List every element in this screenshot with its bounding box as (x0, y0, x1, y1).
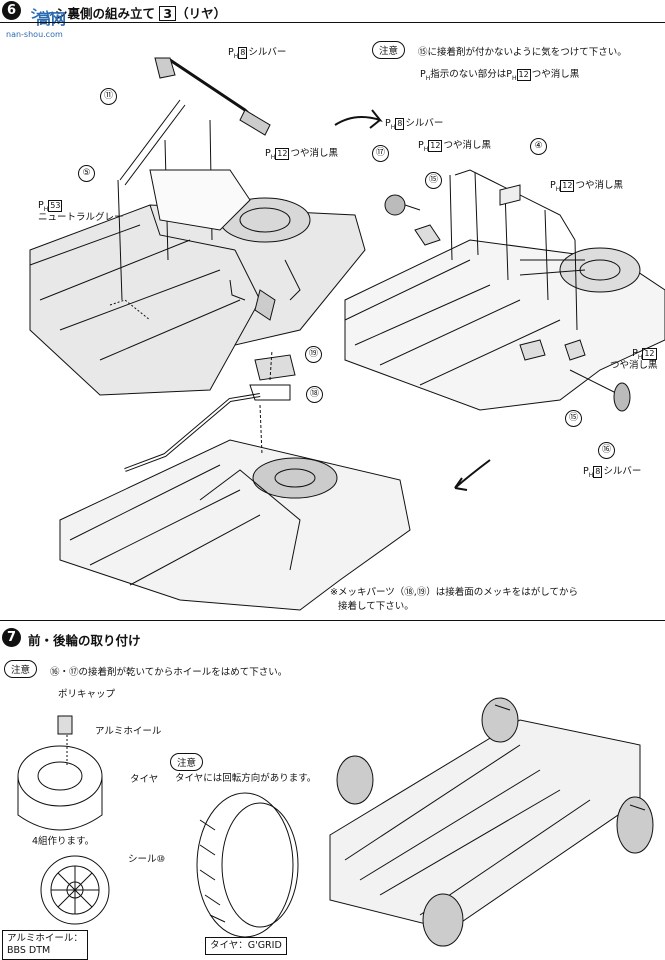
part-15-bottom: ⑮ (565, 410, 582, 427)
step-6-number: 6 (2, 1, 21, 20)
step-6-caution-sub-text: 指示のない部分は (430, 69, 507, 80)
paint-name: つや消し黒 (610, 359, 658, 371)
label-alumi-wheel: アルミホイール (95, 726, 162, 737)
part-16: ⑯ (598, 442, 615, 459)
part-68: ⑱ (306, 386, 323, 403)
watermark-url: nan-shou.com (6, 30, 63, 39)
paint-name: シルバー (248, 47, 287, 58)
wheel-caption: アルミホイール： BBS DTM (2, 930, 88, 960)
paint-code: 12 (428, 140, 443, 152)
label-four-sets: 4組作ります。 (32, 836, 95, 847)
step-6-caution-sub-code: 12 (516, 69, 531, 81)
step-6-title-box: 3 (159, 6, 177, 21)
part-17: ⑰ (372, 145, 389, 162)
tire-caution-tag: 注意 (170, 753, 204, 771)
step-6-caution-text: ⑮に接着剤が付かないように気をつけて下さい。 (418, 47, 627, 58)
step-6-header-rule (0, 22, 665, 23)
part-4: ④ (530, 138, 547, 155)
paint-name: つや消し黒 (575, 180, 623, 191)
paint-code: 53 (48, 200, 63, 212)
flow-arrow-right (334, 109, 383, 129)
label-polycap: ポリキャップ (58, 689, 116, 700)
step-6-title-a: シャ (30, 6, 56, 21)
paint-name: つや消し黒 (290, 148, 338, 159)
label-seal: シール⑩ (128, 854, 166, 865)
label-tire: タイヤ (130, 774, 159, 785)
step-6-caution-tag: 注意 (372, 41, 406, 59)
tire-drawing (196, 792, 299, 938)
car-chassis-full (329, 697, 654, 947)
step-7-top-rule (0, 620, 665, 621)
rear-chassis-floor-right (344, 169, 665, 412)
paint-name: シルバー (405, 118, 444, 129)
step-6-title-b: シ裏側の組み立て (55, 6, 156, 21)
paint-name: ニュートラルグレー (38, 211, 124, 223)
step-7-number: 7 (2, 628, 21, 647)
step-7-caution-text: ⑯・⑰の接着剤が乾いてからホイールをはめて下さい。 (50, 667, 288, 678)
step-6-title: シャシ裏側の組み立て 3（リヤ） (30, 3, 226, 22)
step-7-caution-tag: 注意 (4, 660, 38, 678)
wheel-caption-line2: BBS DTM (7, 945, 51, 956)
paint-code: 12 (642, 348, 657, 360)
paint-code: 12 (275, 148, 290, 160)
paint-code: 8 (593, 466, 603, 478)
paint-code: 8 (238, 47, 248, 59)
paint-name: シルバー (603, 466, 642, 477)
paint-code: 12 (560, 180, 575, 192)
part-11: ⑪ (100, 88, 117, 105)
wheel-assembly (17, 715, 110, 925)
wheel-caption-line1: アルミホイール： (7, 933, 83, 944)
step-6-caution-sub-after: つや消し黒 (531, 69, 580, 80)
part-5: ⑤ (78, 165, 95, 182)
flow-arrow-left (454, 459, 491, 491)
step-7-title: 前・後輪の取り付け (28, 633, 141, 648)
paint-code: 8 (395, 118, 405, 130)
watermark-logo: 高网 (36, 10, 67, 28)
tire-caption: タイヤ：G'GRID (205, 937, 287, 955)
tire-rotation-note: タイヤには回転方向があります。 (175, 773, 317, 784)
part-15-top: ⑮ (425, 172, 442, 189)
plating-note-line2: 接着して下さい。 (338, 601, 414, 612)
rear-chassis-floor-left (29, 57, 366, 396)
plating-note-line1: ※メッキパーツ（⑱,⑲）は接着面のメッキをはがしてから (330, 587, 579, 598)
rear-chassis-exhaust (59, 349, 411, 611)
part-69: ⑲ (305, 346, 322, 363)
paint-name: つや消し黒 (443, 140, 491, 151)
step-6-title-c: （リヤ） (176, 6, 227, 21)
